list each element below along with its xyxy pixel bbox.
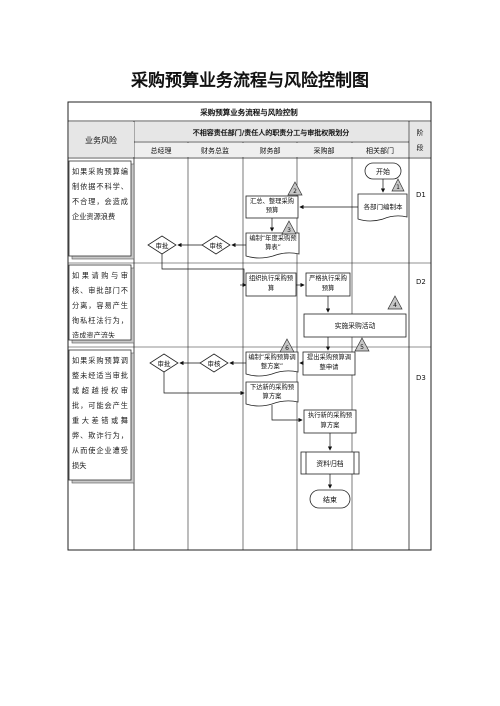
duty-header: 不相容责任部门/责任人的职责分工与审批权限划分 — [193, 128, 350, 137]
risk-column-header: 业务风险 — [85, 135, 117, 145]
svg-text:审批: 审批 — [158, 359, 172, 368]
risk-box-3: 如果采购预算调整未经适当审批或超越授权审批，可能会产生重大差错或舞弊、欺诈行为，… — [68, 349, 135, 484]
node-summarize: 汇总、整理采购预算 — [245, 195, 299, 219]
risk-box-2: 如果请购与审核、审批部门不分离，容易产生徇私枉法行为，造成资产流失 — [68, 264, 135, 344]
node-adjust-request: 提出采购预算调整申请 — [302, 351, 356, 376]
svg-text:结束: 结束 — [323, 495, 337, 504]
stage-header-char-1: 阶 — [417, 128, 424, 137]
node-exec-new: 执行新的采购预算方案 — [303, 409, 357, 434]
node-start: 开始 — [364, 162, 402, 180]
stage-header-char-2: 段 — [417, 143, 424, 152]
node-compile-adjust: 编制“采购预算调整方案” — [245, 351, 299, 377]
risk-marker-2: 2 — [287, 181, 303, 196]
svg-text:3: 3 — [287, 227, 291, 234]
node-review-2: 审核 — [199, 353, 229, 373]
risk-text-1: 如果采购预算编制依据不科学、不合理，会造成企业资源浪费 — [72, 167, 128, 221]
risk-marker-3: 3 — [281, 220, 297, 235]
stage-d3: D3 — [416, 374, 426, 382]
column-header-gm: 总经理 — [151, 146, 172, 155]
stage-d1: D1 — [416, 191, 426, 199]
node-end: 结束 — [309, 489, 351, 509]
column-header-finance: 财务部 — [260, 146, 281, 155]
svg-text:5: 5 — [360, 344, 364, 351]
svg-text:审核: 审核 — [208, 359, 222, 368]
risk-marker-5: 5 — [354, 337, 370, 352]
svg-text:各部门编制本: 各部门编制本 — [364, 202, 404, 211]
duty-header-cell — [135, 122, 408, 141]
svg-text:6: 6 — [285, 345, 289, 352]
column-header-related: 相关部门 — [366, 146, 394, 155]
risk-text-2: 如果请购与审核、审批部门不分离，容易产生徇私枉法行为，造成资产流失 — [72, 271, 128, 338]
node-approve-2: 审批 — [149, 353, 179, 373]
node-implement: 实施采购活动 — [303, 313, 407, 338]
svg-text:审批: 审批 — [156, 241, 170, 250]
risk-header-cell — [69, 122, 134, 157]
node-strict-exec: 严格执行采购预算 — [305, 272, 351, 297]
svg-text:2: 2 — [293, 188, 297, 195]
risk-text-3: 如果采购预算调整未经适当审批或超越授权审批，可能会产生重大差错或舞弊、欺诈行为，… — [72, 356, 128, 470]
risk-marker-1: 1 — [391, 178, 405, 192]
node-organize-exec: 组织执行采购预算 — [245, 272, 297, 297]
column-header-procurement: 采购部 — [314, 146, 335, 155]
svg-text:审核: 审核 — [210, 241, 224, 250]
node-issue-new: 下达新的采购预算方案 — [245, 381, 299, 407]
svg-text:4: 4 — [393, 302, 397, 309]
risk-box-1: 如果采购预算编制依据不科学、不合理，会造成企业资源浪费 — [68, 160, 135, 260]
node-approve-1: 审批 — [147, 235, 177, 255]
page-title: 采购预算业务流程与风险控制图 — [131, 71, 369, 91]
node-archive: 资料归档 — [300, 451, 360, 475]
table-title: 采购预算业务流程与风险控制 — [199, 107, 298, 117]
node-dept-compile: 各部门编制本 — [357, 193, 408, 222]
svg-text:开始: 开始 — [376, 167, 390, 176]
stage-d2: D2 — [416, 278, 426, 286]
svg-text:实施采购活动: 实施采购活动 — [335, 321, 376, 330]
risk-marker-6: 6 — [279, 338, 295, 353]
svg-text:1: 1 — [396, 184, 400, 191]
node-compile-annual: 编制“年度采购预算表” — [245, 232, 300, 259]
risk-marker-4: 4 — [387, 295, 403, 310]
column-header-row — [135, 143, 408, 157]
svg-text:资料归档: 资料归档 — [316, 459, 343, 468]
stage-header-cell — [410, 122, 430, 157]
column-header-cfo: 财务总监 — [201, 146, 229, 155]
node-review-1: 审核 — [201, 235, 231, 255]
